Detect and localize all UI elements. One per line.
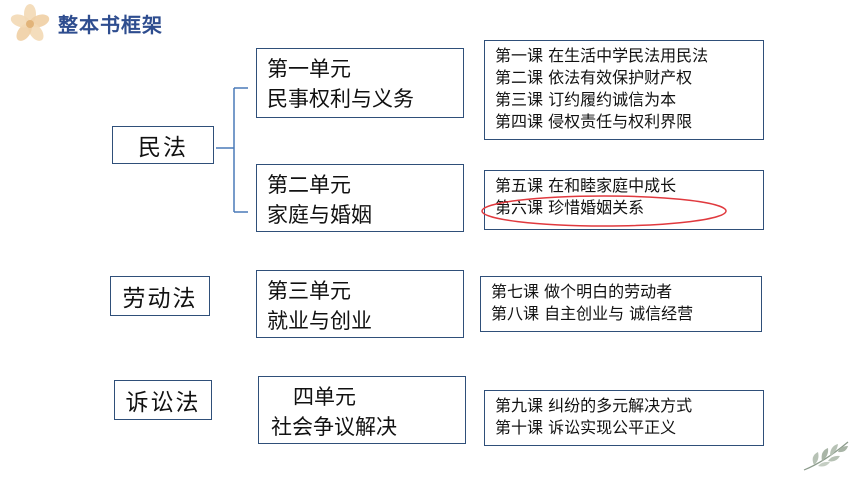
lesson-item: 第一课 在生活中学民法用民法: [495, 46, 709, 65]
lesson-box-2: 第五课 在和睦家庭中成长 第六课 珍惜婚姻关系: [484, 170, 764, 230]
unit-title: 社会争议解决: [271, 415, 397, 439]
law-label: 劳动法: [122, 286, 198, 312]
page-title: 整本书框架: [58, 13, 163, 37]
lesson-box-3: 第七课 做个明白的劳动者 第八课 自主创业与 诚信经营: [480, 276, 762, 332]
unit-number: 四单元: [293, 385, 356, 409]
lesson-item: 第二课 依法有效保护财产权: [495, 68, 693, 87]
unit-number: 第二单元: [267, 173, 351, 197]
lesson-item: 第四课 侵权责任与权利界限: [495, 112, 693, 131]
unit-title: 民事权利与义务: [267, 87, 414, 111]
law-box-litigation: 诉讼法: [114, 380, 212, 420]
lesson-item: 第三课 订约履约诚信为本: [495, 90, 677, 109]
unit-box-3: 第三单元 就业与创业: [256, 270, 464, 338]
law-box-labor: 劳动法: [110, 276, 210, 316]
lesson-box-4: 第九课 纠纷的多元解决方式 第十课 诉讼实现公平正义: [484, 390, 764, 446]
unit-box-2: 第二单元 家庭与婚姻: [256, 164, 464, 232]
lesson-box-1: 第一课 在生活中学民法用民法 第二课 依法有效保护财产权 第三课 订约履约诚信为…: [484, 40, 764, 140]
unit-number: 第三单元: [267, 279, 351, 303]
law-label: 民法: [138, 135, 188, 161]
unit-box-1: 第一单元 民事权利与义务: [256, 48, 464, 118]
lesson-item: 第九课 纠纷的多元解决方式: [495, 396, 693, 415]
lesson-item: 第十课 诉讼实现公平正义: [495, 418, 677, 437]
unit-box-4: 四单元 社会争议解决: [258, 376, 466, 444]
law-box-civil: 民法: [112, 126, 214, 164]
unit-title: 家庭与婚姻: [267, 203, 372, 227]
unit-title: 就业与创业: [267, 309, 372, 333]
header: 整本书框架: [0, 0, 860, 46]
lesson-item: 第八课 自主创业与 诚信经营: [491, 304, 694, 323]
leaf-icon: [803, 441, 849, 471]
lesson-item: 第六课 珍惜婚姻关系: [495, 198, 645, 217]
law-label: 诉讼法: [125, 390, 201, 416]
flower-icon: [10, 4, 50, 41]
unit-number: 第一单元: [267, 57, 351, 81]
lesson-item: 第五课 在和睦家庭中成长: [495, 176, 677, 195]
lesson-item: 第七课 做个明白的劳动者: [491, 282, 673, 301]
